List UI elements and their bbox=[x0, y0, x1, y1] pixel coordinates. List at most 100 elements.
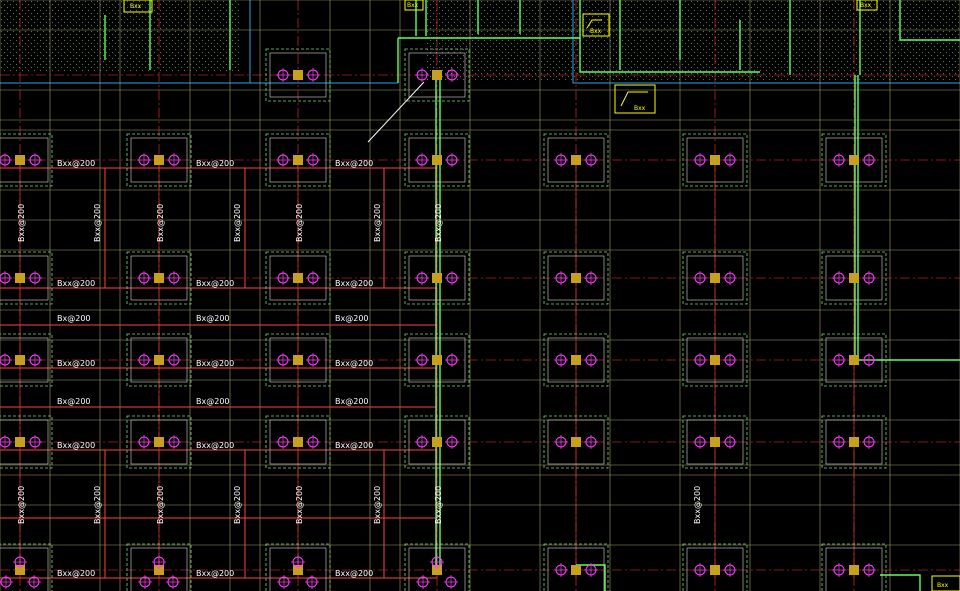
column bbox=[154, 355, 164, 365]
column bbox=[15, 565, 25, 575]
wall bbox=[579, 38, 760, 73]
rebar-label: Bxx@200 bbox=[57, 441, 95, 450]
cap-inner-outline bbox=[547, 255, 605, 301]
column bbox=[15, 437, 25, 447]
rebar-label: Bxx@200 bbox=[335, 441, 373, 450]
cap-inner-outline bbox=[0, 547, 49, 591]
cap-inner-outline bbox=[408, 419, 466, 465]
cap-outline bbox=[682, 251, 748, 305]
rebar-label: Bxx@200 bbox=[335, 569, 373, 578]
rebar-label: Bxx@200 bbox=[373, 204, 382, 242]
rebar-label: Bxx@200 bbox=[434, 204, 443, 242]
hatch-region bbox=[425, 0, 960, 80]
wall bbox=[576, 564, 606, 591]
pile-cap bbox=[543, 251, 609, 305]
cap-outline bbox=[821, 251, 887, 305]
rebar-label: Bxx@200 bbox=[93, 486, 102, 524]
pile-cap bbox=[126, 543, 192, 591]
rebar-label: Bxx@200 bbox=[57, 569, 95, 578]
tag-top-mid[interactable]: Bxx bbox=[404, 0, 424, 11]
foundation-beams bbox=[0, 160, 855, 579]
boundary-lines bbox=[0, 0, 960, 84]
rebar-label: Bxx@200 bbox=[57, 279, 95, 288]
pile-cap bbox=[543, 543, 609, 591]
tag-top-mid-label: Bxx bbox=[407, 2, 419, 9]
column bbox=[849, 355, 859, 365]
rebar-label: Bxx@200 bbox=[57, 359, 95, 368]
tag-top-left[interactable]: Bxx bbox=[123, 0, 153, 13]
cap-outline bbox=[404, 543, 470, 591]
tag-detail-2[interactable]: Bxx bbox=[614, 84, 656, 114]
cap-outline bbox=[821, 415, 887, 469]
pile-cap bbox=[0, 415, 53, 469]
cap-outline bbox=[265, 415, 331, 469]
cap-inner-outline bbox=[408, 52, 466, 98]
pile-cap bbox=[682, 333, 748, 387]
cap-outline bbox=[682, 415, 748, 469]
cap-outline bbox=[265, 251, 331, 305]
column bbox=[710, 355, 720, 365]
cap-inner-outline bbox=[130, 547, 188, 591]
column bbox=[571, 273, 581, 283]
rebar-label: Bxx@200 bbox=[156, 486, 165, 524]
pile-cap bbox=[404, 48, 470, 102]
column bbox=[154, 273, 164, 283]
pile-cap bbox=[265, 48, 331, 102]
cap-inner-outline bbox=[269, 419, 327, 465]
column bbox=[432, 565, 442, 575]
pile-cap bbox=[126, 133, 192, 187]
column bbox=[432, 273, 442, 283]
pile-cap bbox=[404, 415, 470, 469]
rebar-label: Bxx@200 bbox=[335, 359, 373, 368]
cap-outline bbox=[0, 543, 53, 591]
cap-outline bbox=[126, 415, 192, 469]
cap-outline bbox=[543, 415, 609, 469]
pile-cap bbox=[543, 333, 609, 387]
column bbox=[710, 273, 720, 283]
cap-outline bbox=[126, 251, 192, 305]
cap-inner-outline bbox=[130, 419, 188, 465]
pile-cap bbox=[265, 251, 331, 305]
pile-cap bbox=[0, 251, 53, 305]
cap-outline bbox=[821, 543, 887, 591]
column bbox=[432, 437, 442, 447]
rebar-label: Bxx@200 bbox=[93, 204, 102, 242]
cap-outline bbox=[404, 133, 470, 187]
cap-outline bbox=[682, 333, 748, 387]
rebar-label: Bxx@200 bbox=[335, 279, 373, 288]
cap-inner-outline bbox=[825, 547, 883, 591]
cap-inner-outline bbox=[0, 419, 49, 465]
cap-outline bbox=[682, 543, 748, 591]
cap-inner-outline bbox=[686, 547, 744, 591]
pile-cap bbox=[821, 251, 887, 305]
rebar-label: Bx@200 bbox=[335, 314, 369, 323]
rebar-label: Bxx@200 bbox=[233, 204, 242, 242]
rebar-label: Bx@200 bbox=[57, 314, 91, 323]
cap-outline bbox=[404, 251, 470, 305]
cap-outline bbox=[404, 48, 470, 102]
pile-cap bbox=[0, 133, 53, 187]
cap-inner-outline bbox=[547, 337, 605, 383]
pile-cap bbox=[543, 415, 609, 469]
cap-outline bbox=[265, 133, 331, 187]
tag-top-right[interactable]: Bxx bbox=[856, 0, 878, 11]
pile-cap bbox=[543, 133, 609, 187]
cap-outline bbox=[126, 543, 192, 591]
rebar-label: Bxx@200 bbox=[373, 486, 382, 524]
tag-detail-1[interactable]: Bxx bbox=[582, 13, 610, 37]
rebar-label: Bx@200 bbox=[196, 397, 230, 406]
cap-outline bbox=[821, 133, 887, 187]
cap-inner-outline bbox=[0, 337, 49, 383]
column bbox=[15, 273, 25, 283]
column bbox=[293, 155, 303, 165]
column bbox=[293, 70, 303, 80]
cap-inner-outline bbox=[408, 547, 466, 591]
leader-line bbox=[367, 81, 425, 143]
pile-cap bbox=[126, 415, 192, 469]
tag-top-left-label: Bxx bbox=[130, 3, 142, 10]
rebar-labels: Bxx@200Bxx@200Bxx@200Bxx@200Bxx@200Bx@20… bbox=[17, 159, 702, 578]
cap-inner-outline bbox=[547, 547, 605, 591]
tag-bottom-right[interactable]: Bxx bbox=[931, 575, 960, 591]
tag-detail-2-label: Bxx bbox=[634, 105, 646, 112]
